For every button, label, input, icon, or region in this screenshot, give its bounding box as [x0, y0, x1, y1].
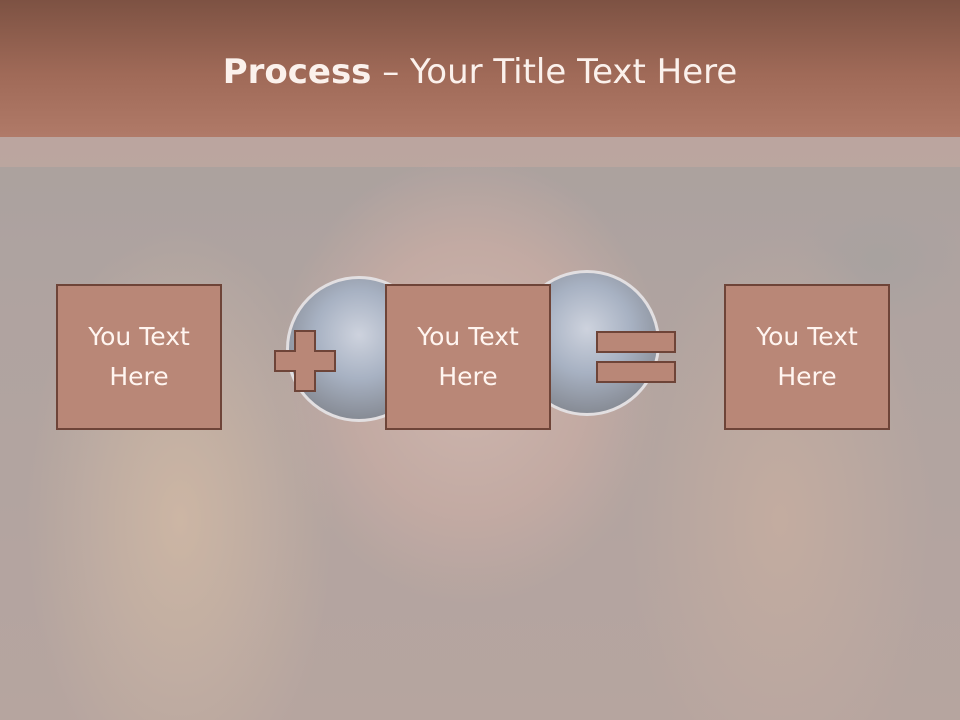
title-rest: – Your Title Text Here [371, 52, 738, 92]
title-bold: Process [222, 52, 372, 92]
slide-title: Process – Your Title Text Here [0, 52, 960, 92]
process-box-3: You Text Here [724, 284, 890, 430]
title-bar: Process – Your Title Text Here [0, 0, 960, 137]
title-bar-strip [0, 137, 960, 167]
equals-icon [596, 331, 676, 383]
process-box-2: You Text Here [385, 284, 551, 430]
process-box-1: You Text Here [56, 284, 222, 430]
plus-icon [274, 330, 336, 392]
